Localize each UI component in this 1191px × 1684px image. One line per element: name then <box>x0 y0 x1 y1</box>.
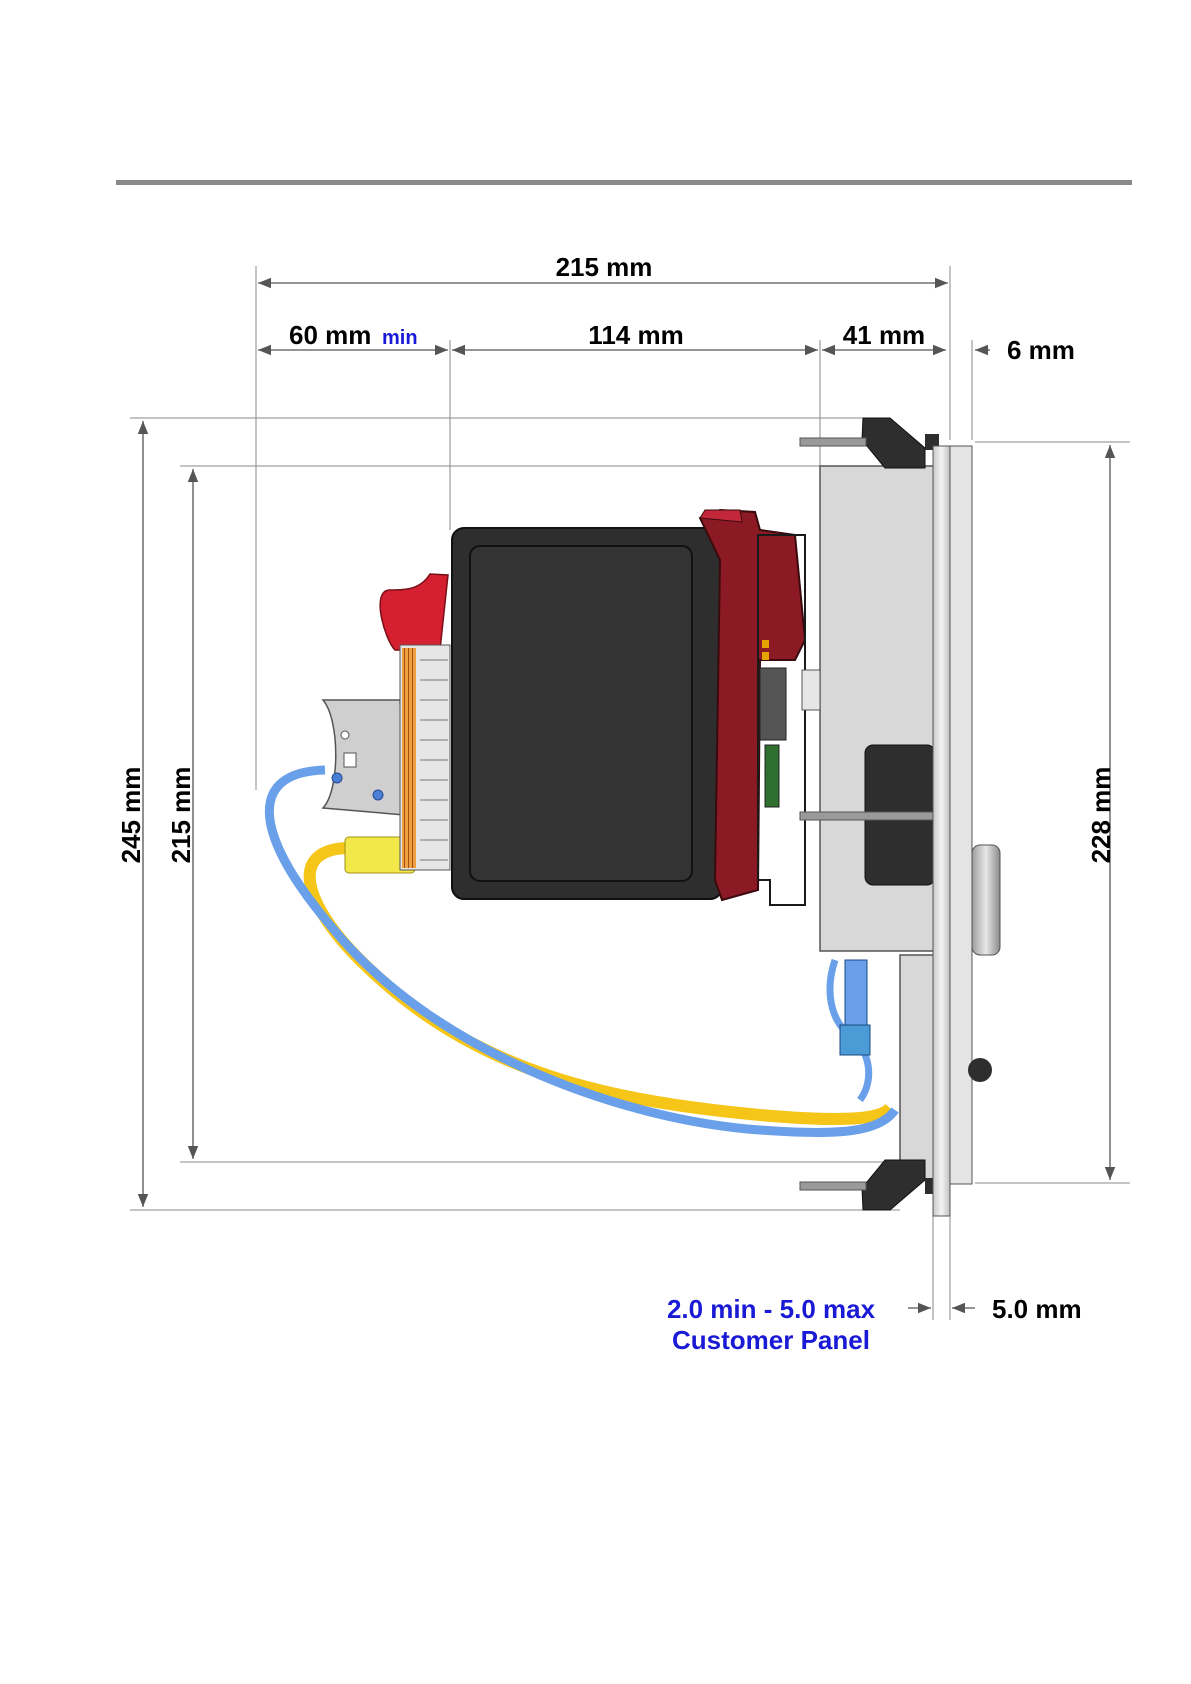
module-depth-label: 114 mm <box>588 320 683 350</box>
carrier-led <box>762 652 769 660</box>
module-label-area <box>470 546 692 881</box>
carrier-slot <box>760 668 786 740</box>
bottom-clamp <box>862 1160 925 1210</box>
bracket-screw <box>373 790 383 800</box>
inner-height-label: 215 mm <box>166 767 196 864</box>
overall-depth-label: 215 mm <box>556 252 653 282</box>
carrier-slot-green <box>765 745 779 807</box>
rotary-knob <box>972 845 1000 955</box>
bracket-hole <box>341 731 349 739</box>
panel-gap-label: 5.0 mm <box>992 1294 1082 1324</box>
bracket-lock <box>344 753 356 767</box>
terminal-bracket <box>323 700 405 815</box>
top-screw <box>800 438 866 446</box>
middle-screw <box>800 812 940 820</box>
outer-height-label: 245 mm <box>116 767 146 864</box>
bottom-screw <box>800 1182 866 1190</box>
rj-body <box>845 960 867 1025</box>
header-rule <box>116 180 1132 185</box>
top-clamp <box>862 418 925 468</box>
rear-clearance-label: 60 mm <box>289 320 371 350</box>
rj-connector <box>840 1025 870 1055</box>
push-button <box>968 1058 992 1082</box>
rear-clearance-suffix: min <box>382 327 418 349</box>
panel-note-line2: Customer Panel <box>672 1325 870 1355</box>
bezel-height-label: 228 mm <box>1086 767 1116 864</box>
panel-tab <box>802 670 820 710</box>
red-lever <box>380 574 448 650</box>
panel-note-line1: 2.0 min - 5.0 max <box>667 1294 876 1324</box>
bracket-screw <box>332 773 342 783</box>
bezel-depth-label: 6 mm <box>1007 335 1075 365</box>
front-depth-label: 41 mm <box>843 320 925 350</box>
customer-panel <box>933 446 950 1216</box>
carrier-led <box>762 640 769 648</box>
terminal-block-stripes <box>402 648 416 868</box>
